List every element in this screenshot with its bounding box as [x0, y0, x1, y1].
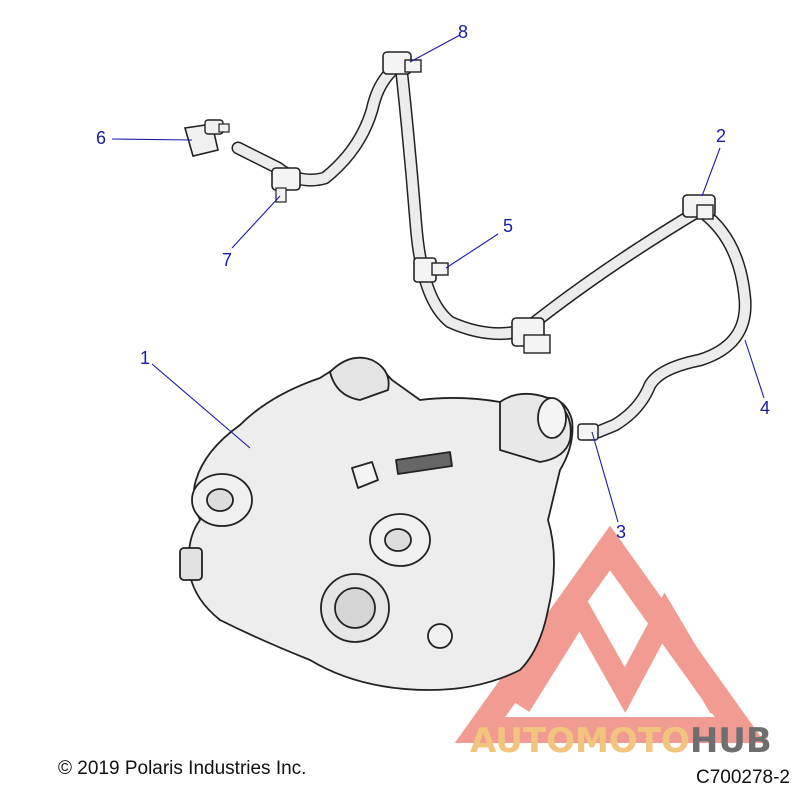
- leader-2: [701, 147, 721, 197]
- callout-6: 6: [96, 128, 106, 148]
- watermark-brand-part2: HUB: [690, 721, 772, 761]
- leader-4: [744, 339, 765, 399]
- callout-2: 2: [716, 126, 726, 146]
- fitting-3-icon: [577, 423, 599, 441]
- callout-7: 7: [222, 250, 232, 270]
- tee-fitting-5-icon: [413, 257, 449, 283]
- leader-3: [591, 431, 619, 523]
- figure-id: C700278-2: [696, 767, 790, 788]
- callout-8: 8: [458, 22, 468, 42]
- watermark-text: AUTOMOTOHUB: [470, 721, 772, 761]
- vent-cap-6-icon: [183, 119, 230, 157]
- vent-hose-assembly: [231, 61, 752, 439]
- leader-8: [409, 34, 461, 63]
- watermark-brand-part1: AUTOMOTO: [470, 721, 690, 761]
- clamp-8-icon: [382, 51, 422, 75]
- leader-5: [445, 233, 499, 269]
- clamp-lower-icon: [511, 317, 551, 354]
- clamp-2-icon: [682, 194, 716, 220]
- callout-5: 5: [503, 216, 513, 236]
- gearcase-housing: [179, 356, 574, 691]
- leader-1: [151, 363, 251, 449]
- callout-4: 4: [760, 398, 770, 418]
- leader-6: [111, 138, 193, 141]
- leader-lines: [111, 34, 765, 523]
- leader-7: [231, 195, 281, 249]
- watermark-logo-icon: [454, 525, 766, 743]
- callout-1: 1: [140, 348, 150, 368]
- callout-3: 3: [616, 522, 626, 542]
- clip-7-icon: [271, 167, 301, 203]
- copyright-text: © 2019 Polaris Industries Inc.: [58, 758, 306, 779]
